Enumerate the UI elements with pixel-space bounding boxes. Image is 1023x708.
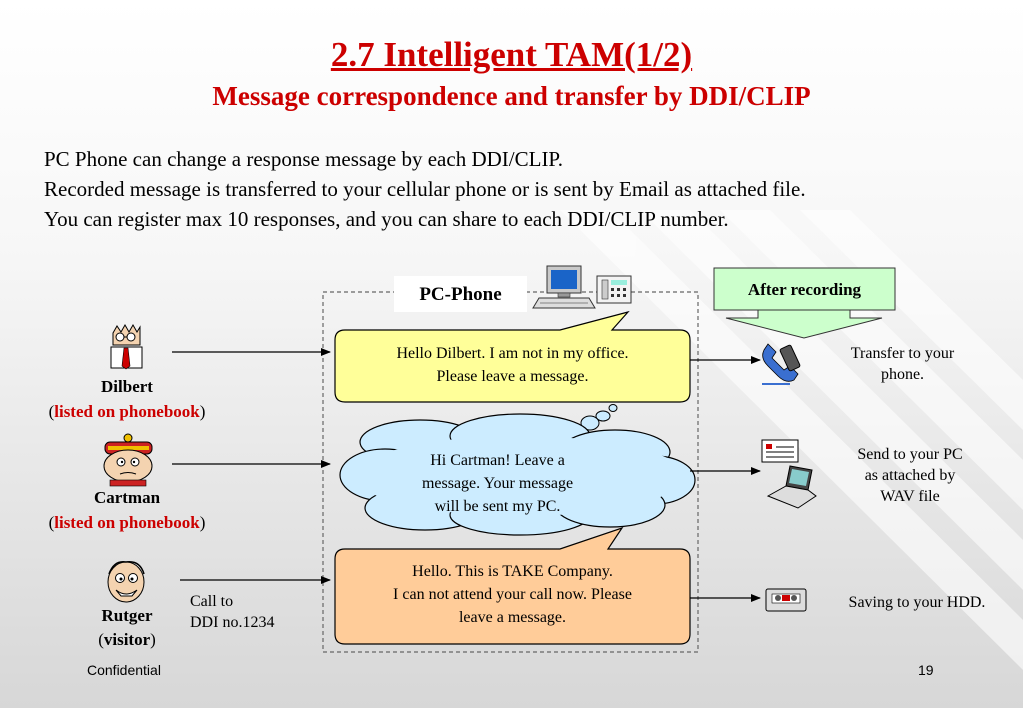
caller-note-cartman: (listed on phonebook) — [48, 513, 206, 532]
caller-note-rutger: (visitor) — [98, 630, 156, 649]
page-number: 19 — [918, 662, 934, 678]
after-recording-box — [713, 267, 896, 311]
dilbert-avatar — [110, 323, 143, 370]
pc-phone-label-box — [394, 276, 527, 312]
pc-icon — [532, 265, 596, 309]
after-recording-arrow — [725, 309, 883, 339]
destination-send-pc: Send to your PC as attached by WAV file — [857, 446, 963, 505]
intro-line: PC Phone can change a response message b… — [44, 147, 564, 171]
rutger-avatar — [107, 561, 145, 603]
thought-dot-large — [580, 415, 600, 431]
destination-transfer: Transfer to your phone. — [850, 345, 955, 383]
page-title: 2.7 Intelligent TAM(1/2) — [330, 35, 693, 74]
desk-phone-icon — [596, 275, 632, 304]
caller-name-cartman: Cartman — [93, 488, 161, 507]
cartman-avatar — [103, 433, 153, 487]
pc-phone-label: PC-Phone — [419, 284, 502, 305]
message-cloud-cartman — [339, 413, 696, 536]
pc-phone-frame — [322, 291, 699, 653]
intro-line: You can register max 10 responses, and y… — [44, 207, 729, 231]
tape-cassette-icon — [765, 588, 807, 612]
mobile-transfer-icon — [762, 343, 801, 385]
call-to-label: Call to DDI no.1234 — [190, 593, 275, 631]
caller-note-dilbert: (listed on phonebook) — [48, 402, 206, 421]
thought-dot-small — [608, 404, 618, 412]
caller-name-dilbert: Dilbert — [101, 377, 153, 396]
thought-dot-medium — [595, 410, 611, 422]
message-text-cartman: Hi Cartman! Leave a message. Your messag… — [421, 452, 574, 515]
email-icon — [761, 439, 799, 463]
caller-name-rutger: Rutger — [101, 606, 153, 625]
laptop-icon — [766, 465, 817, 509]
intro-line: Recorded message is transferred to your … — [44, 177, 806, 201]
destination-hdd: Saving to your HDD. — [848, 594, 986, 611]
message-text-rutger: Hello. This is TAKE Company. I can not a… — [393, 563, 632, 626]
message-callout-rutger — [334, 526, 691, 645]
message-text-dilbert: Hello Dilbert. I am not in my office. Pl… — [396, 345, 629, 385]
page-subtitle: Message correspondence and transfer by D… — [212, 81, 811, 111]
footer-confidential: Confidential — [87, 662, 161, 678]
after-recording-label: After recording — [747, 280, 862, 299]
intro-text: PC Phone can change a response message b… — [44, 144, 1019, 234]
message-callout-dilbert — [334, 310, 691, 403]
